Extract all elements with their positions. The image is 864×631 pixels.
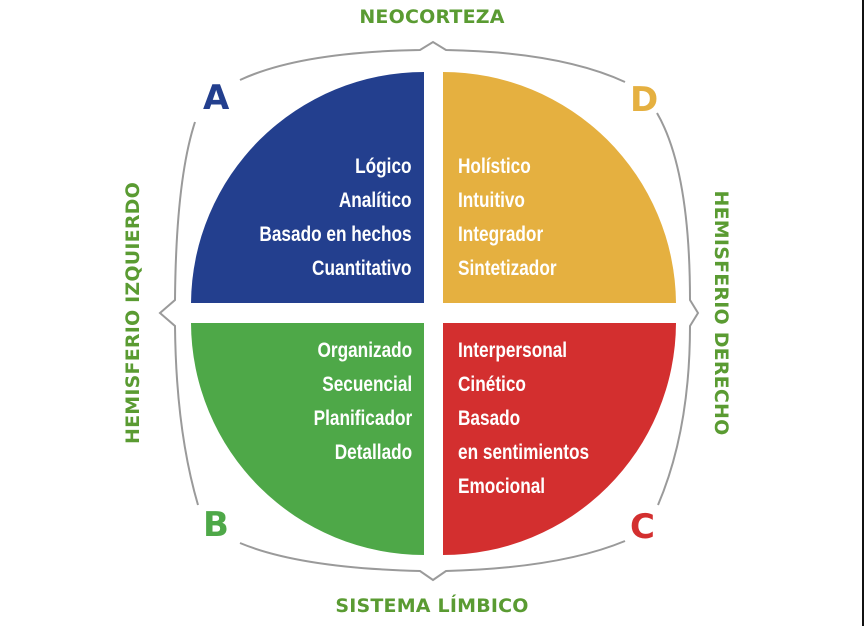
trait: Integrador: [458, 223, 544, 246]
trait: Sintetizador: [458, 257, 557, 280]
trait: Cuantitativo: [312, 257, 412, 280]
quadrant-a-shape: [191, 71, 424, 303]
quadrant-b-shape: [191, 323, 424, 555]
trait: Planificador: [313, 407, 412, 430]
quadrant-c-shape: [443, 323, 676, 555]
limbic-system-label: SISTEMA LÍMBICO: [335, 595, 529, 617]
trait: Basado en hechos: [259, 223, 412, 246]
trait: Organizado: [317, 339, 412, 362]
trait: Detallado: [334, 441, 412, 464]
quadrant-b-traits: Organizado Secuencial Planificador Detal…: [313, 334, 412, 470]
quadrant-d-shape: [443, 72, 676, 303]
quadrant-a-traits: Lógico Analítico Basado en hechos Cuanti…: [260, 150, 412, 286]
trait: Intuitivo: [458, 189, 525, 212]
trait: Emocional: [458, 475, 546, 498]
brace-outline: [158, 40, 700, 582]
frame-border: [862, 0, 864, 626]
quadrant-a-letter: A: [203, 78, 230, 118]
trait: Secuencial: [322, 373, 412, 396]
quadrant-d-letter: D: [630, 80, 659, 120]
trait: Cinético: [458, 373, 526, 396]
trait: Analítico: [339, 189, 412, 212]
quadrant-b-letter: B: [203, 505, 229, 545]
right-hemisphere-label: HEMISFERIO DERECHO: [710, 190, 732, 436]
neocortex-label: NEOCORTEZA: [359, 6, 505, 28]
trait: Interpersonal: [458, 339, 568, 362]
quadrant-d-traits: Holístico Intuitivo Integrador Sintetiza…: [458, 150, 557, 286]
quadrant-c-traits: Interpersonal Cinético Basado en sentimi…: [458, 334, 589, 504]
trait: Basado: [458, 407, 521, 430]
trait: en sentimientos: [458, 441, 590, 464]
trait: Holístico: [458, 155, 531, 178]
quadrant-c-letter: C: [630, 507, 655, 547]
left-hemisphere-label: HEMISFERIO IZQUIERDO: [122, 182, 144, 444]
trait: Lógico: [355, 155, 412, 178]
